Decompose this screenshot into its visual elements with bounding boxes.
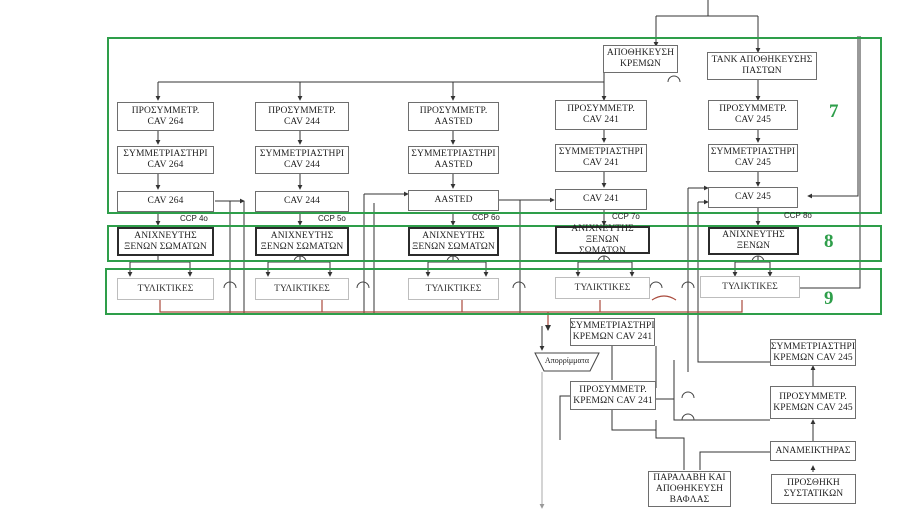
detector-box-4: ΑΝΙΧΝΕΥΤΗΣ ΞΕΝΩΝ ΣΩΜΑΤΩΝ <box>555 224 650 256</box>
pre-sym-box-5: ΠΡΟΣΥΜΜΕΤΡ. CAV 245 <box>708 100 798 130</box>
sym-box-4: ΣΥΜΜΕΤΡΙΑΣΤΗΡΙ CAV 241 <box>555 144 647 172</box>
region-9-frame <box>105 268 882 315</box>
machine-box-1: CAV 264 <box>117 191 214 212</box>
ccp-label-4: CCP 7ο <box>612 212 640 221</box>
pre-cream-241-box: ΠΡΟΣΥΜΜΕΤΡ. ΚΡΕΜΩΝ CAV 241 <box>570 381 656 410</box>
sym-box-5: ΣΥΜΜΕΤΡΙΑΣΤΗΡΙ CAV 245 <box>708 144 798 172</box>
waste-hopper-shape <box>534 352 600 372</box>
wafer-storage-box: ΠΑΡΑΛΑΒΗ ΚΑΙ ΑΠΟΘΗΚΕΥΣΗ ΒΑΦΛΑΣ <box>648 471 731 507</box>
sym-box-3: ΣΥΜΜΕΤΡΙΑΣΤΗΡΙ AASTED <box>408 146 499 174</box>
region-7-frame <box>107 37 882 214</box>
ingredients-box: ΠΡΟΣΘΗΚΗ ΣΥΣΤΑΤΙΚΩΝ <box>771 474 856 504</box>
wrapper-box-1: ΤΥΛΙΚΤΙΚΕΣ <box>117 278 214 300</box>
detector-box-2: ΑΝΙΧΝΕΥΤΗΣ ΞΕΝΩΝ ΣΩΜΑΤΩΝ <box>255 227 349 256</box>
region-number-8: 8 <box>824 231 834 252</box>
machine-box-5: CAV 245 <box>708 187 798 208</box>
wrapper-box-5: ΤΥΛΙΚΤΙΚΕΣ <box>700 276 800 298</box>
ccp-label-2: CCP 5ο <box>318 214 346 223</box>
region-number-9: 9 <box>824 288 834 309</box>
wrapper-box-3: ΤΥΛΙΚΤΙΚΕΣ <box>408 278 499 300</box>
sym-box-2: ΣΥΜΜΕΤΡΙΑΣΤΗΡΙ CAV 244 <box>255 146 349 174</box>
cream-storage-box: ΑΠΟΘΗΚΕΥΣΗ ΚΡΕΜΩΝ <box>603 45 678 73</box>
waste-hopper: Απορρίμματα <box>534 352 600 372</box>
wrapper-box-2: ΤΥΛΙΚΤΙΚΕΣ <box>255 278 349 300</box>
pre-sym-box-4: ΠΡΟΣΥΜΜΕΤΡ. CAV 241 <box>555 100 647 130</box>
sym-box-1: ΣΥΜΜΕΤΡΙΑΣΤΗΡΙ CAV 264 <box>117 146 214 174</box>
pre-sym-box-1: ΠΡΟΣΥΜΜΕΤΡ. CAV 264 <box>117 102 214 131</box>
waste-label: Απορρίμματα <box>544 356 590 365</box>
machine-box-3: AASTED <box>408 190 499 211</box>
sym-cream-241-box: ΣΥΜΜΕΤΡΙΑΣΤΗΡΙ ΚΡΕΜΩΝ CAV 241 <box>570 318 655 346</box>
pre-sym-box-2: ΠΡΟΣΥΜΜΕΤΡ. CAV 244 <box>255 102 349 131</box>
sym-cream-245-box: ΣΥΜΜΕΤΡΙΑΣΤΗΡΙ ΚΡΕΜΩΝ CAV 245 <box>770 339 856 366</box>
pre-sym-box-3: ΠΡΟΣΥΜΜΕΤΡ. AASTED <box>408 102 499 131</box>
machine-box-2: CAV 244 <box>255 191 349 212</box>
detector-box-3: ΑΝΙΧΝΕΥΤΗΣ ΞΕΝΩΝ ΣΩΜΑΤΩΝ <box>408 227 499 256</box>
machine-box-4: CAV 241 <box>555 189 647 210</box>
wrapper-box-4: ΤΥΛΙΚΤΙΚΕΣ <box>555 277 650 299</box>
detector-box-5: ΑΝΙΧΝΕΥΤΗΣ ΞΕΝΩΝ <box>708 227 799 255</box>
ccp-label-1: CCP 4ο <box>180 214 208 223</box>
detector-box-1: ΑΝΙΧΝΕΥΤΗΣ ΞΕΝΩΝ ΣΩΜΑΤΩΝ <box>117 227 214 256</box>
region-number-7: 7 <box>829 101 839 122</box>
ccp-label-5: CCP 8ο <box>784 211 812 220</box>
region-8-frame <box>107 225 882 262</box>
pre-cream-245-box: ΠΡΟΣΥΜΜΕΤΡ. ΚΡΕΜΩΝ CAV 245 <box>770 386 856 419</box>
paste-tank-box: ΤΑΝΚ ΑΠΟΘΗΚΕΥΣΗΣ ΠΑΣΤΩΝ <box>707 52 817 80</box>
ccp-label-3: CCP 6ο <box>472 213 500 222</box>
mixer-box: ΑΝΑΜΕΙΚΤΗΡΑΣ <box>770 441 856 461</box>
